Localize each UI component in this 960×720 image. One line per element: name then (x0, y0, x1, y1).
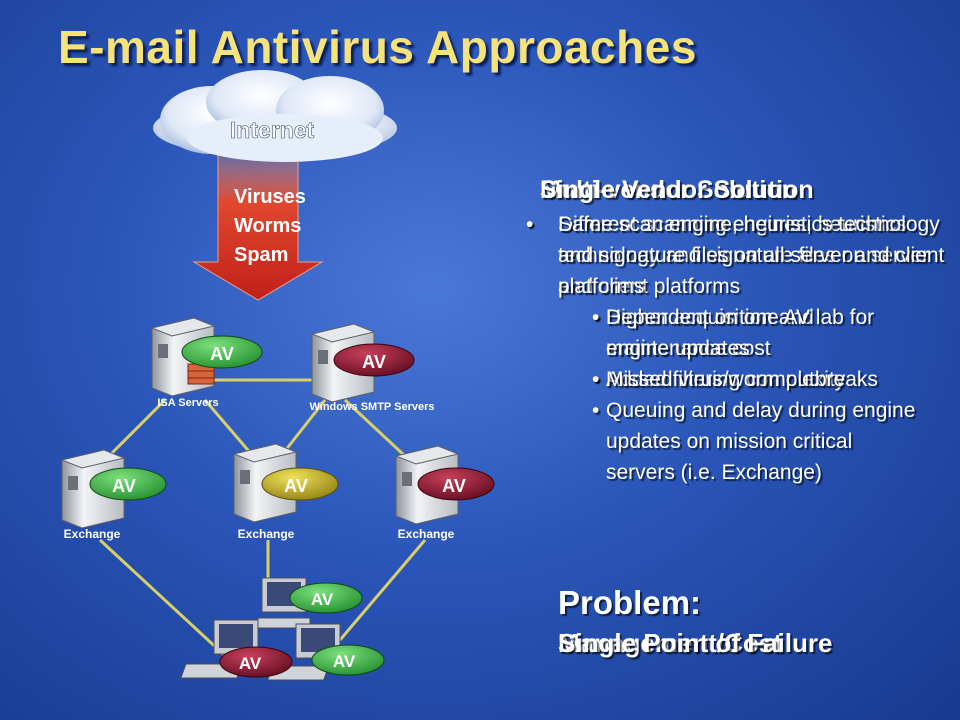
sub-bullet: Queuing and delay during engine updates … (592, 395, 926, 488)
slide-title: E-mail Antivirus Approaches (58, 21, 697, 73)
single-vendor-heading: Single Vendor Solution (540, 176, 814, 204)
av-badge-exchange-2: AV (261, 467, 339, 501)
exchange-label-1: Exchange (64, 527, 121, 541)
av-badge-smtp: AV (333, 343, 415, 377)
svg-text:AV: AV (311, 590, 334, 609)
threat-worms: Worms (234, 215, 301, 237)
threat-spam: Spam (234, 244, 288, 266)
single-vendor-panel: Single Vendor Solution Same scan engine,… (526, 176, 960, 395)
bullet: Same scan engine, heuristics technology … (526, 209, 958, 302)
exchange-label-2: Exchange (238, 527, 295, 541)
internet-label: Internet (230, 117, 315, 143)
exchange-label-3: Exchange (398, 527, 455, 541)
av-badge-exchange-1: AV (89, 467, 167, 501)
svg-text:AV: AV (210, 344, 234, 364)
svg-text:AV: AV (239, 654, 262, 673)
problem-single-point-of-failure: Single Point of Failure (558, 628, 833, 658)
sub-bullet: Dependent on one AV lab for engine updat… (592, 302, 926, 364)
network-links (93, 378, 427, 667)
internet-cloud-icon: Internet (153, 70, 397, 162)
av-badge-client-2: AV (219, 646, 293, 678)
problem-management-cost: Management/Cost (558, 628, 782, 658)
single-vendor-bullets: Same scan engine, heuristics technology … (526, 209, 960, 395)
problem-heading: Problem: (558, 584, 702, 621)
av-badge-exchange-3: AV (417, 467, 495, 501)
isa-server-icon (150, 317, 216, 397)
av-badge-client-3: AV (311, 644, 385, 676)
av-badge-isa: AV (181, 335, 263, 369)
smtp-servers-label: Windows SMTP Servers (309, 401, 434, 413)
multi-vendor-heading: Multi-vendor Solution (540, 176, 797, 204)
svg-text:AV: AV (112, 476, 136, 496)
svg-text:AV: AV (333, 652, 356, 671)
threat-list: Viruses Worms Spam (234, 186, 306, 266)
isa-servers-label: ISA Servers (157, 397, 218, 409)
svg-text:AV: AV (284, 476, 308, 496)
sub-bullet: Missed virus/worm outbreaks (592, 364, 926, 395)
threat-arrow (192, 149, 324, 301)
svg-text:AV: AV (442, 476, 466, 496)
svg-text:AV: AV (362, 352, 386, 372)
av-badge-client-1: AV (289, 582, 363, 614)
architecture-diagram: Viruses Worms Spam Internet ISA Servers … (60, 70, 495, 681)
threat-viruses: Viruses (234, 186, 306, 208)
